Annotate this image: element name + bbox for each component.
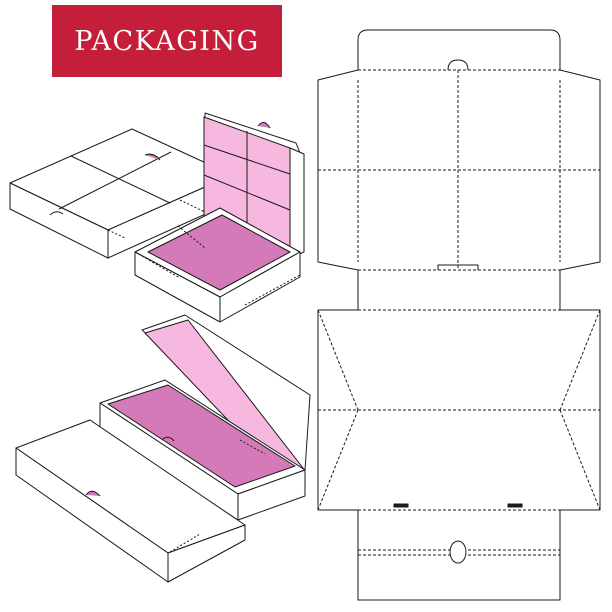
closed-box-illustration <box>9 128 233 259</box>
banner-title: PACKAGING <box>74 25 260 57</box>
packaging-banner: PACKAGING <box>52 5 282 77</box>
open-long-box-illustration <box>99 314 311 521</box>
open-tray-box-illustration <box>134 112 305 323</box>
closed-long-box-illustration <box>15 419 246 583</box>
dieline-template <box>317 29 601 601</box>
